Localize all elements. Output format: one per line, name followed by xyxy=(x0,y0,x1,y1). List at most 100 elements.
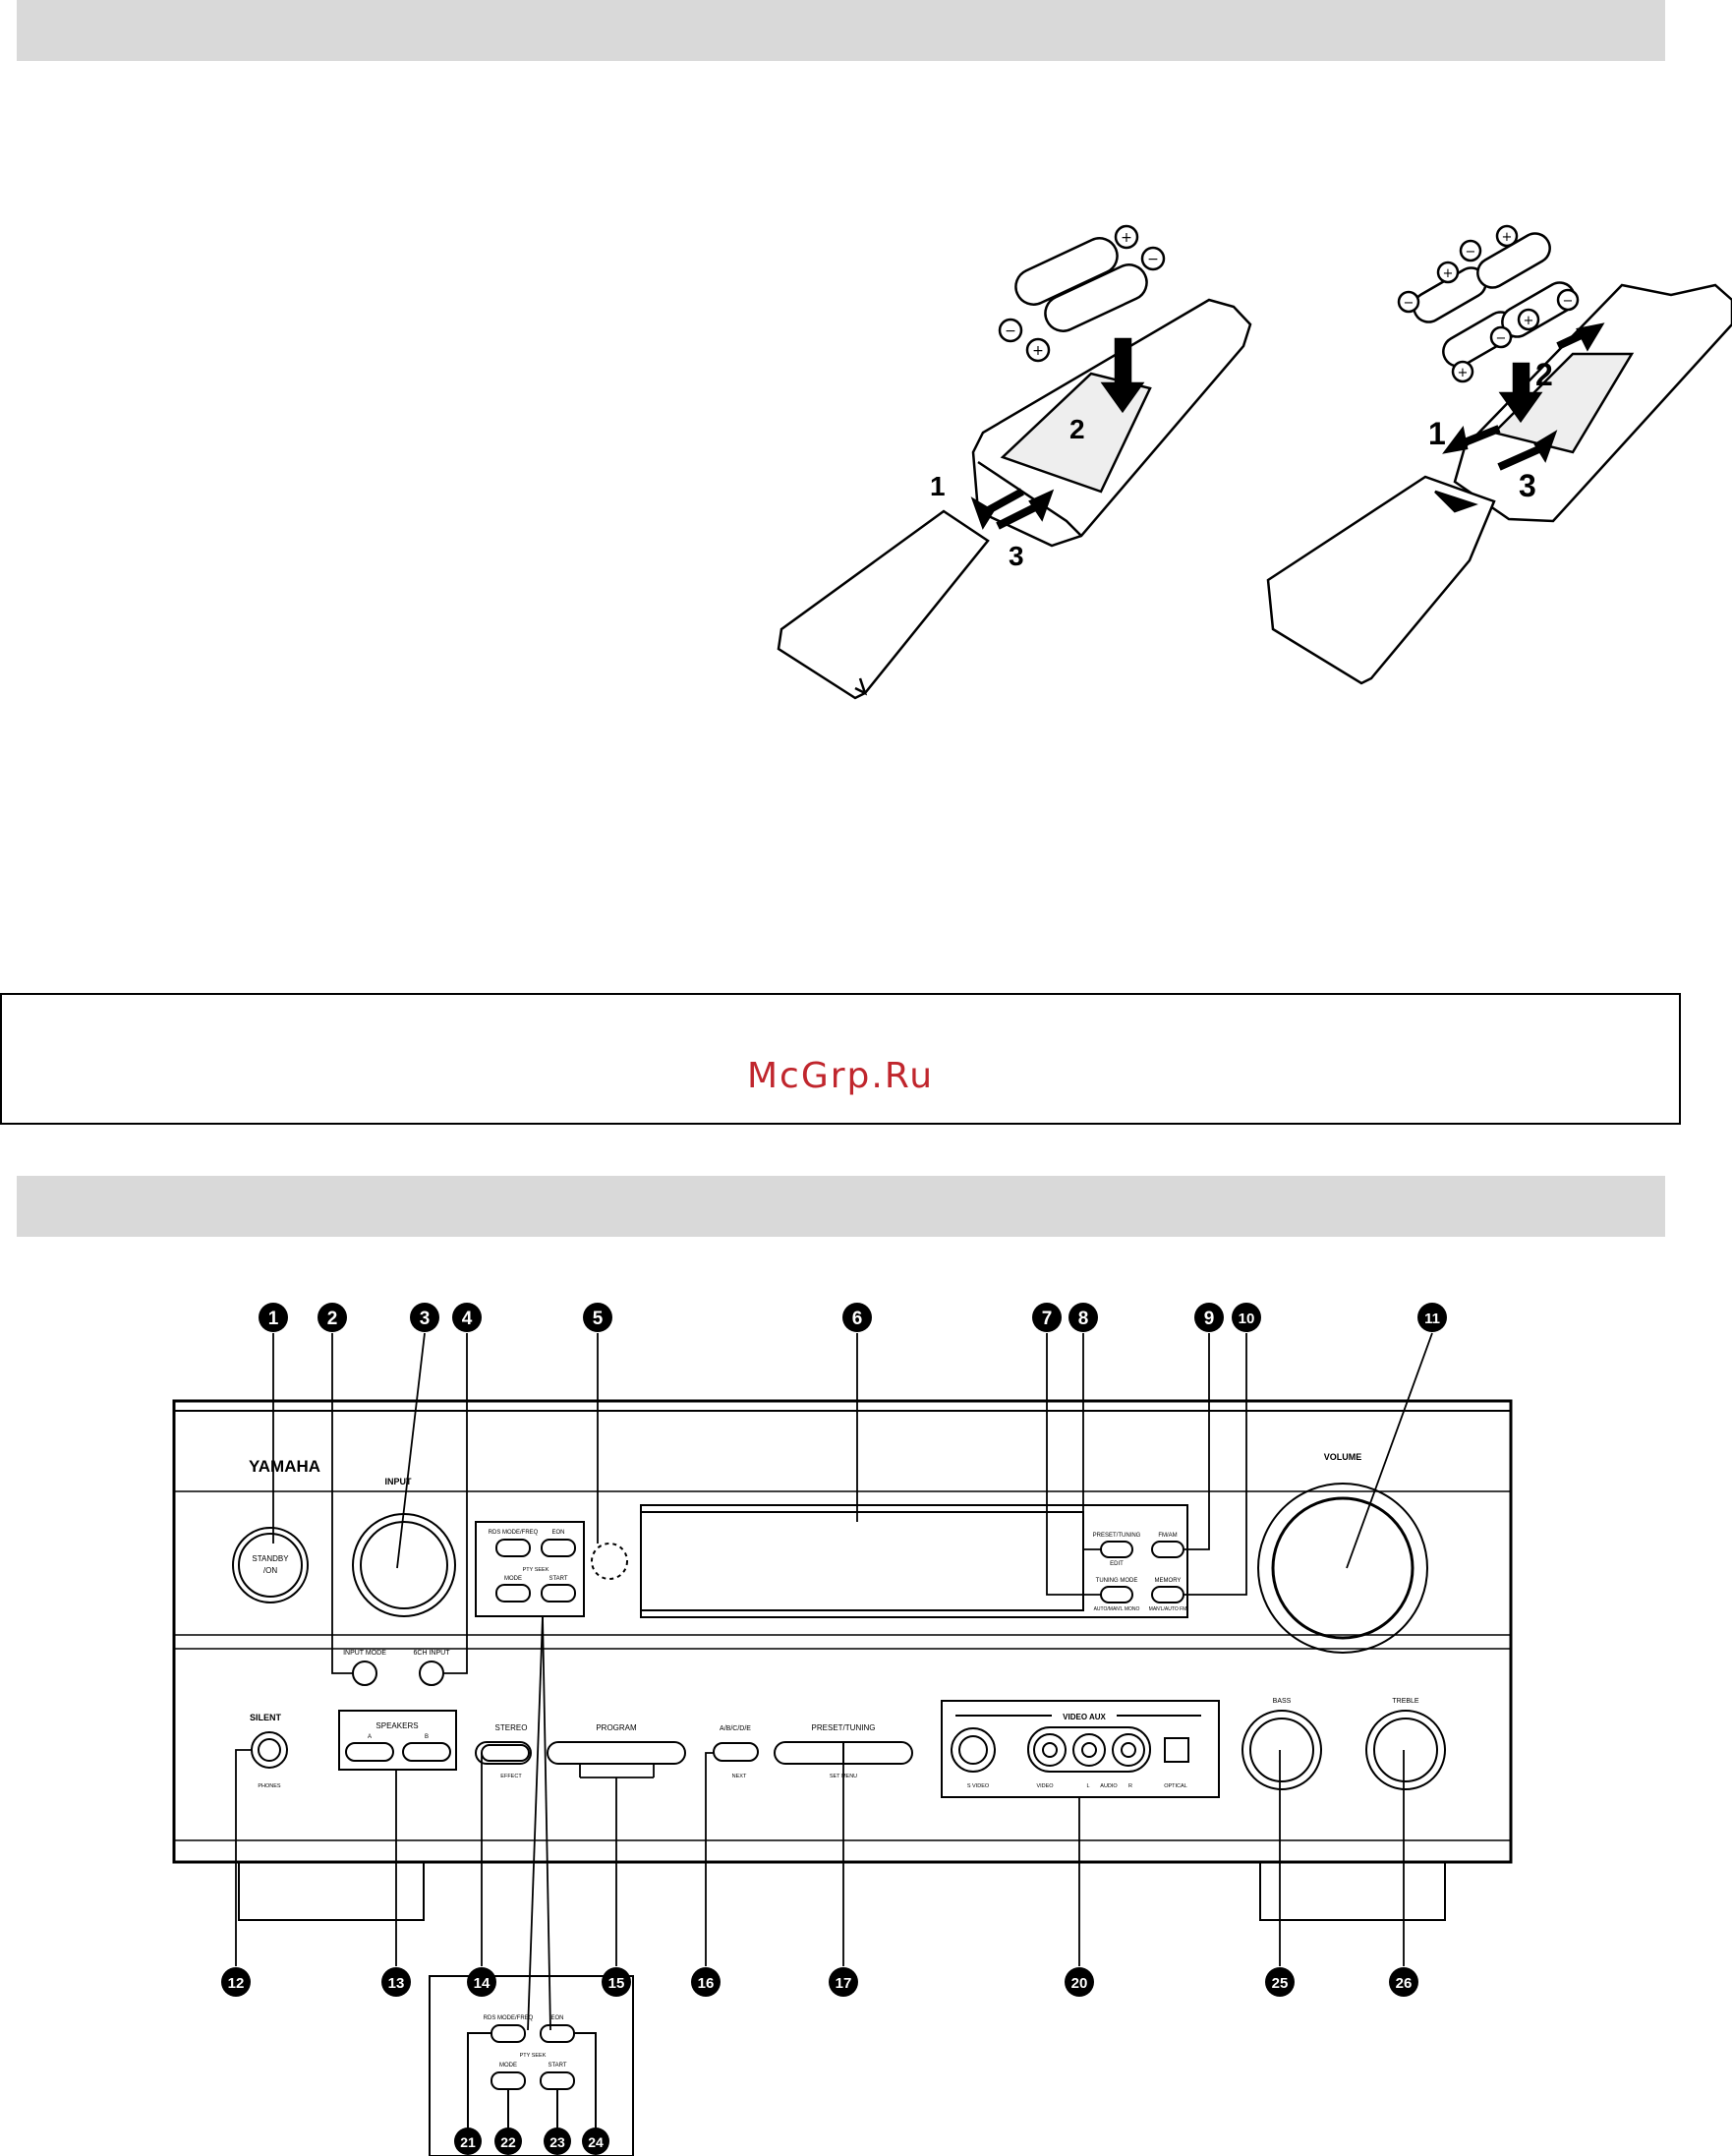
audio-r-jack[interactable] xyxy=(1112,1733,1145,1767)
pty-start-button[interactable] xyxy=(541,1584,576,1602)
callout-number: 20 xyxy=(1071,1975,1088,1992)
inset-rds-mode-button[interactable] xyxy=(491,2024,526,2043)
standby-label: /ON xyxy=(263,1566,277,1575)
step-label: 3 xyxy=(1519,468,1536,503)
callout-number: 14 xyxy=(474,1975,491,1992)
plus-sign: + xyxy=(1121,230,1132,246)
preset-tuning-edit-button[interactable] xyxy=(1100,1541,1133,1558)
minus-icon xyxy=(1140,246,1166,271)
speakers-b-button[interactable] xyxy=(402,1742,451,1762)
minus-sign: − xyxy=(1466,245,1476,260)
memory-button[interactable] xyxy=(1151,1586,1184,1603)
callout-badge: 4 xyxy=(452,1303,482,1332)
input-mode-button[interactable] xyxy=(352,1661,377,1686)
stereo-label: STEREO xyxy=(495,1723,528,1732)
brand-logo: YAMAHA xyxy=(249,1457,320,1476)
pty-mode-button[interactable] xyxy=(495,1584,531,1602)
eon-button[interactable] xyxy=(541,1539,576,1557)
plus-sign: + xyxy=(1443,266,1454,281)
inset-start-label: START xyxy=(548,2063,566,2069)
callout-number: 4 xyxy=(462,1309,473,1329)
callout-badge: 14 xyxy=(467,1967,496,1997)
audio-l-jack[interactable] xyxy=(1072,1733,1106,1767)
callout-badge: 10 xyxy=(1232,1303,1261,1332)
section-header-band-top xyxy=(17,0,1665,61)
step-label: 2 xyxy=(1069,414,1085,444)
rds-mode-freq-button[interactable] xyxy=(495,1539,531,1557)
s-video-jack[interactable] xyxy=(951,1727,996,1773)
video-jack[interactable] xyxy=(1033,1733,1067,1767)
video-aux-panel xyxy=(941,1700,1220,1798)
callout-number: 3 xyxy=(420,1309,431,1329)
callout-number: 16 xyxy=(698,1975,715,1992)
callouts-bottom: 12 13 14 15 16 17 20 25 26 xyxy=(221,1967,1418,1997)
plus-icon xyxy=(1451,360,1474,383)
rds-label: RDS MODE/FREQ xyxy=(489,1530,539,1536)
front-panel-display xyxy=(640,1504,1188,1618)
6ch-input-label: 6CH INPUT xyxy=(414,1650,451,1657)
speakers-a-label: A xyxy=(368,1734,372,1740)
callout-badge: 12 xyxy=(221,1967,251,1997)
fm-am-button[interactable] xyxy=(1151,1541,1184,1558)
audio-l-label: L xyxy=(1086,1783,1089,1789)
plus-sign: + xyxy=(1032,343,1044,359)
video-label: VIDEO xyxy=(1036,1783,1054,1789)
stereo-effect-button[interactable] xyxy=(475,1741,532,1765)
phones-label: PHONES xyxy=(258,1783,281,1789)
callout-badge: 24 xyxy=(582,2127,609,2155)
step-label: 1 xyxy=(1428,416,1446,451)
input-label: INPUT xyxy=(385,1477,413,1486)
audio-r-label: R xyxy=(1128,1783,1132,1789)
inset-rds-label: RDS MODE/FREQ xyxy=(484,2015,534,2021)
6ch-input-button[interactable] xyxy=(419,1661,444,1686)
standby-label: STANDBY xyxy=(252,1554,289,1563)
inset-eon-button[interactable] xyxy=(540,2024,575,2043)
callout-number: 15 xyxy=(608,1975,625,1992)
tuning-mode-button[interactable] xyxy=(1100,1586,1133,1603)
section-header-band-bottom xyxy=(17,1176,1665,1237)
speakers-a-button[interactable] xyxy=(345,1742,394,1762)
callout-number: 11 xyxy=(1424,1311,1440,1327)
memory-label: MEMORY xyxy=(1155,1578,1182,1584)
program-button[interactable] xyxy=(547,1741,686,1765)
callout-number: 8 xyxy=(1078,1309,1089,1329)
optical-label: OPTICAL xyxy=(1164,1783,1187,1789)
callout-badge: 6 xyxy=(842,1303,872,1332)
callout-badge: 9 xyxy=(1194,1303,1224,1332)
fm-am-label: FM/AM xyxy=(1158,1533,1177,1539)
notice-box: McGrp.Ru xyxy=(0,993,1681,1125)
phones-jack[interactable] xyxy=(251,1731,288,1769)
callout-number: 10 xyxy=(1239,1311,1255,1327)
plus-sign: + xyxy=(1524,314,1534,328)
plus-icon xyxy=(1114,224,1139,250)
input-knob[interactable] xyxy=(352,1513,456,1617)
preset-edit-label: PRESET/TUNING xyxy=(1093,1533,1141,1539)
optical-jack[interactable] xyxy=(1164,1737,1189,1763)
minus-sign: − xyxy=(1496,331,1507,346)
callout-badge: 11 xyxy=(1417,1303,1447,1332)
inset-start-button[interactable] xyxy=(540,2071,575,2090)
callout-number: 13 xyxy=(388,1975,405,1992)
inset-mode-button[interactable] xyxy=(491,2071,526,2090)
callout-badge: 23 xyxy=(544,2127,571,2155)
callout-number: 9 xyxy=(1204,1309,1215,1329)
standby-button[interactable] xyxy=(232,1527,309,1603)
set-menu-label: SET MENU xyxy=(830,1774,857,1779)
battery-icon xyxy=(1413,232,1576,368)
video-aux-label: VIDEO AUX xyxy=(1063,1713,1106,1721)
input-mode-label: INPUT MODE xyxy=(343,1650,386,1657)
callout-number: 25 xyxy=(1272,1975,1289,1992)
callout-number: 22 xyxy=(500,2134,516,2150)
volume-knob[interactable] xyxy=(1257,1483,1428,1654)
minus-icon xyxy=(1397,290,1420,314)
callout-badge: 2 xyxy=(318,1303,347,1332)
abcde-next-button[interactable] xyxy=(713,1742,759,1762)
auto-man-label: AUTO/MAN'L MONO xyxy=(1094,1606,1140,1612)
arrow-out-icon xyxy=(1442,426,1469,454)
callout-badge: 16 xyxy=(691,1967,721,1997)
bass-knob[interactable] xyxy=(1241,1710,1322,1790)
plus-icon xyxy=(1517,308,1540,331)
plus-icon xyxy=(1025,337,1051,363)
treble-knob[interactable] xyxy=(1365,1710,1446,1790)
plus-sign: + xyxy=(1502,230,1513,245)
